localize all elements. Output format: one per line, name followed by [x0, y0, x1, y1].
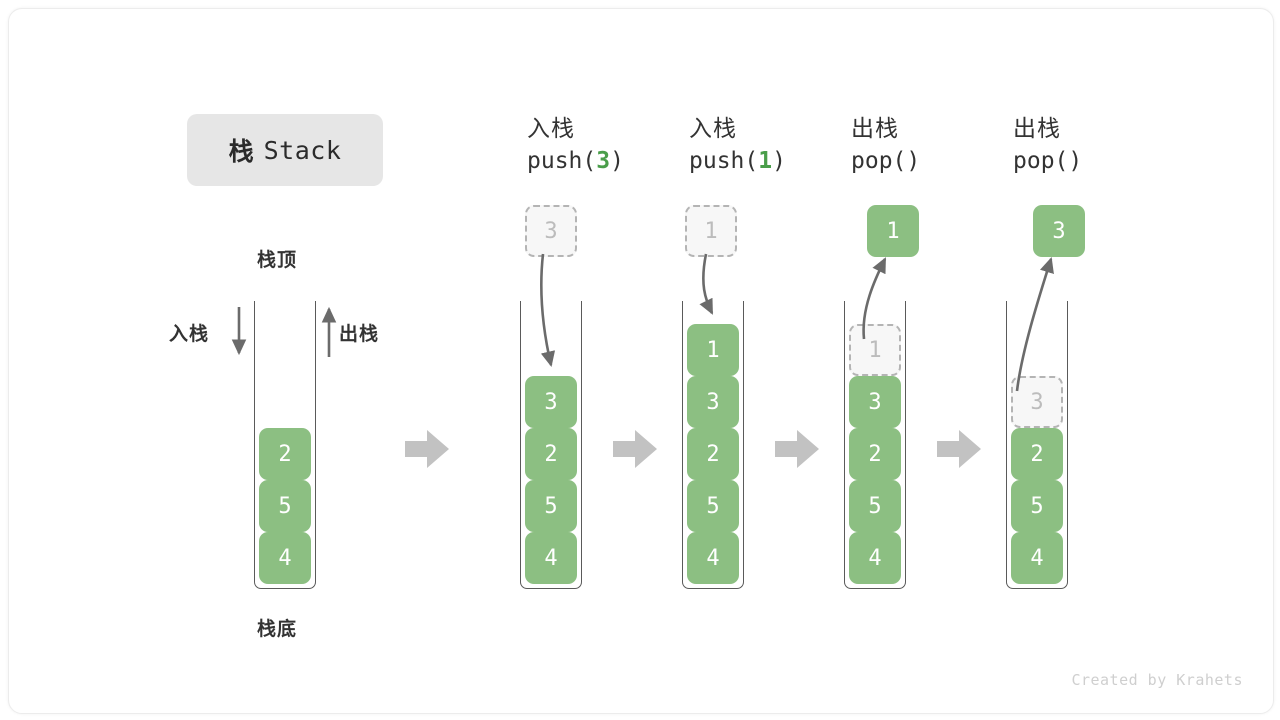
stack-top-label: 栈顶 [257, 249, 298, 271]
flow-arrow-icon [405, 430, 449, 468]
stack-cell: 5 [849, 480, 901, 532]
header-cn-label: 入栈 [689, 116, 737, 142]
stack-cell: 2 [687, 428, 739, 480]
stack-bottom-label: 栈底 [257, 618, 298, 640]
stack-container [1006, 301, 1068, 589]
stack-container [682, 301, 744, 589]
stack-cells: 4 5 2 3 [525, 376, 577, 584]
stack-cell: 2 [1011, 428, 1063, 480]
code-suffix: ) [772, 148, 786, 174]
stack-cell: 2 [849, 428, 901, 480]
stack-cell: 4 [1011, 532, 1063, 584]
incoming-box-1: 1 [685, 205, 737, 257]
stack-cell: 3 [525, 376, 577, 428]
header-cn-label: 出栈 [1013, 116, 1061, 142]
header-cn-label: 入栈 [527, 116, 575, 142]
code-suffix: ) [610, 148, 624, 174]
stack-cell: 3 [687, 376, 739, 428]
push-direction-label: 入栈 [169, 323, 210, 345]
code-prefix: push( [689, 148, 759, 174]
code-prefix: pop( [851, 148, 907, 174]
header-code-label: pop() [1013, 144, 1193, 178]
stack-cell: 2 [525, 428, 577, 480]
stack-container [254, 301, 316, 589]
stack-cell-removed: 1 [849, 324, 901, 376]
stack-after-pop-3: 4 5 2 3 [1006, 301, 1068, 589]
header-code-label: push(1) [689, 144, 869, 178]
code-prefix: push( [527, 148, 597, 174]
stack-cells: 4 5 2 3 1 [687, 324, 739, 584]
column-header-pop-1: 出栈 pop() [851, 114, 1031, 178]
stack-container [520, 301, 582, 589]
stack-cell: 5 [687, 480, 739, 532]
title-en: Stack [263, 135, 342, 165]
title-cn: 栈 [228, 137, 254, 166]
credit-label: Created by Krahets [1071, 671, 1243, 689]
flow-arrow-icon [613, 430, 657, 468]
header-cn-label: 出栈 [851, 116, 899, 142]
popped-box-1: 1 [867, 205, 919, 257]
incoming-box-3: 3 [525, 205, 577, 257]
column-header-pop-3: 出栈 pop() [1013, 114, 1193, 178]
stack-cell-removed: 3 [1011, 376, 1063, 428]
pop-direction-label: 出栈 [339, 323, 380, 345]
diagram-canvas: 栈 Stack 入栈 push(3) 入栈 push(1) 出栈 pop() 出… [8, 8, 1274, 714]
stack-cell: 4 [525, 532, 577, 584]
stack-cell: 4 [849, 532, 901, 584]
popped-box-3: 3 [1033, 205, 1085, 257]
stack-cell: 5 [1011, 480, 1063, 532]
stack-after-push-1: 4 5 2 3 1 [682, 301, 744, 589]
code-arg: 3 [596, 148, 611, 174]
stack-cell: 3 [849, 376, 901, 428]
stack-initial: 4 5 2 [254, 301, 316, 589]
column-header-push-3: 入栈 push(3) [527, 114, 707, 178]
code-suffix: ) [1068, 148, 1083, 174]
stack-cell: 2 [259, 428, 311, 480]
flow-arrow-icon [775, 430, 819, 468]
stack-cell: 4 [687, 532, 739, 584]
stack-cell: 5 [525, 480, 577, 532]
stack-cell: 5 [259, 480, 311, 532]
header-code-label: pop() [851, 144, 1031, 178]
stack-cell: 4 [259, 532, 311, 584]
flow-arrow-icon [937, 430, 981, 468]
stack-cell: 1 [687, 324, 739, 376]
title-badge: 栈 Stack [187, 114, 383, 186]
stack-after-pop-1: 4 5 2 3 1 [844, 301, 906, 589]
column-header-push-1: 入栈 push(1) [689, 114, 869, 178]
stack-cells: 4 5 2 [259, 428, 311, 584]
stack-container [844, 301, 906, 589]
code-suffix: ) [906, 148, 921, 174]
stack-after-push-3: 4 5 2 3 [520, 301, 582, 589]
header-code-label: push(3) [527, 144, 707, 178]
stack-cells: 4 5 2 3 1 [849, 324, 901, 584]
stack-cells: 4 5 2 3 [1011, 376, 1063, 584]
code-arg: 1 [758, 148, 773, 174]
code-prefix: pop( [1013, 148, 1069, 174]
